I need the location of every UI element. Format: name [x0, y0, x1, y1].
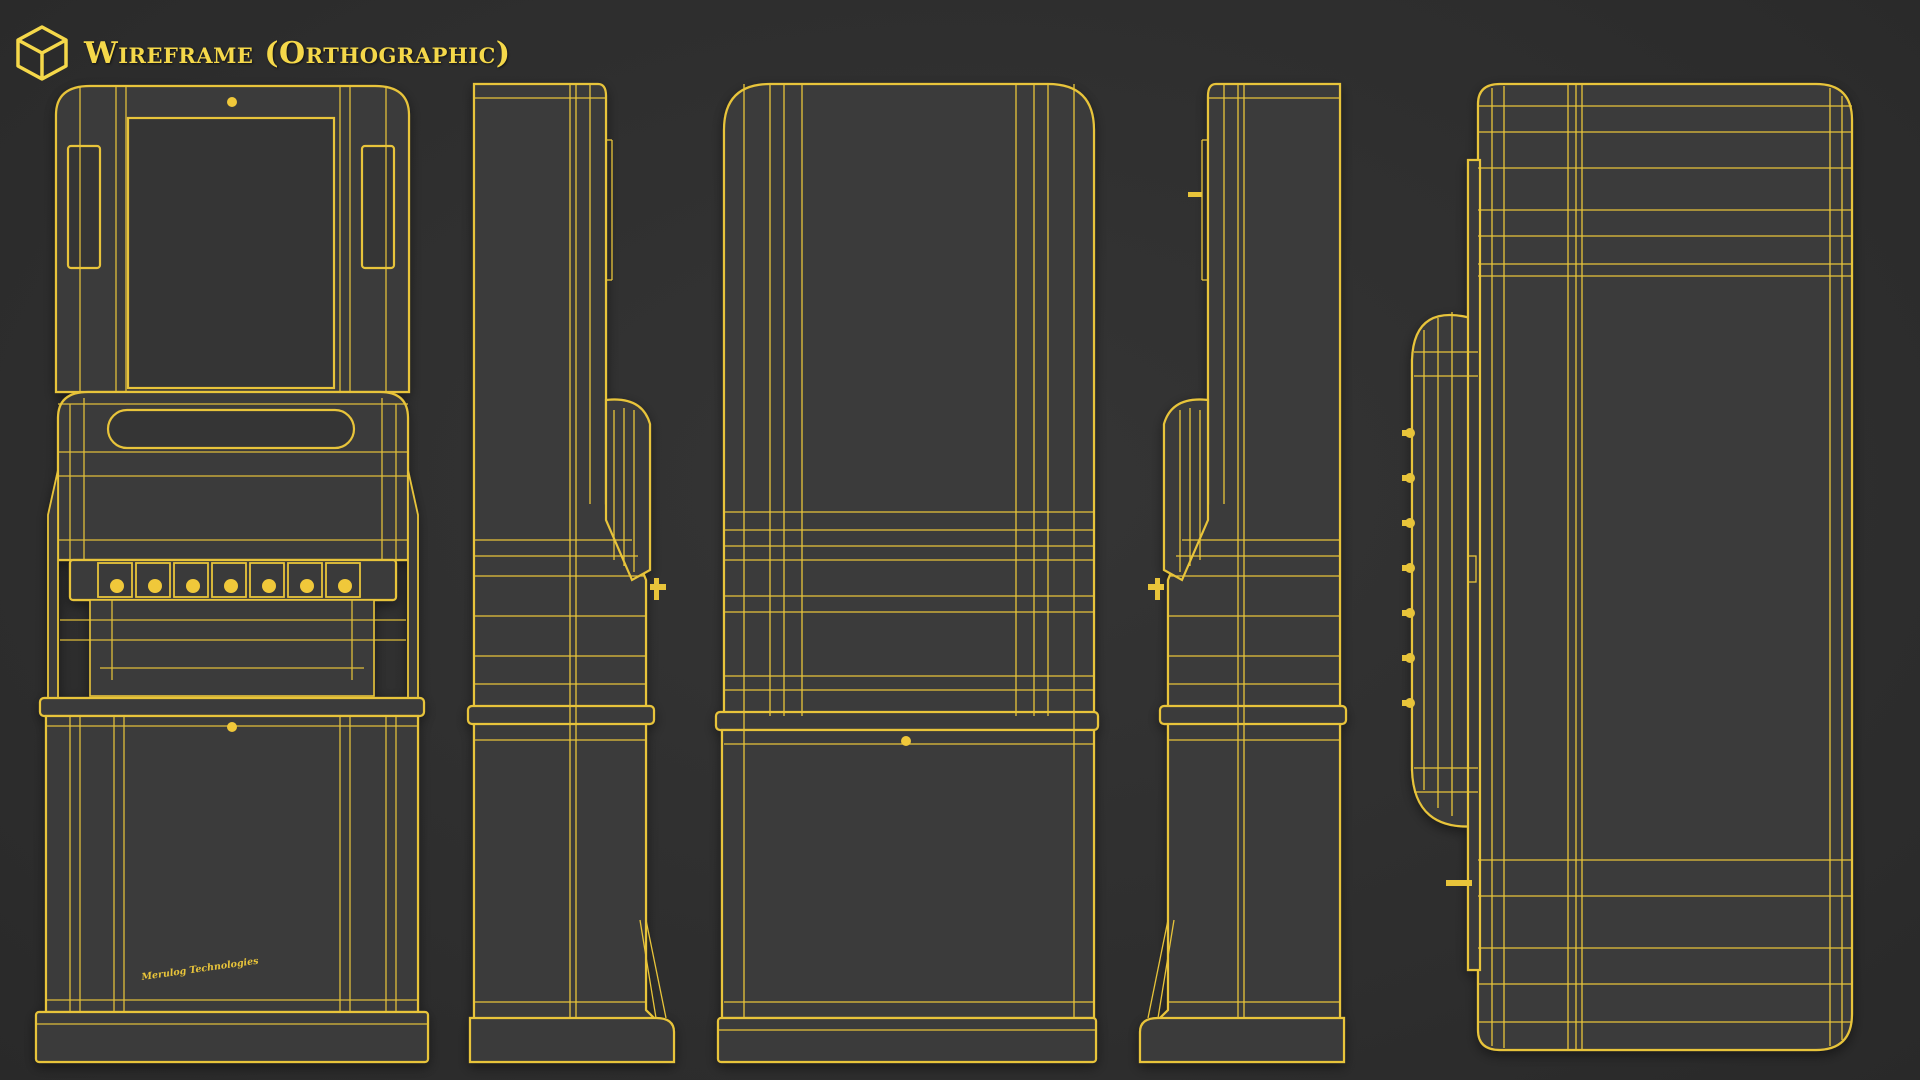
side-view-left	[466, 82, 676, 1064]
front-view	[34, 84, 430, 1064]
header: Wireframe (Orthographic)	[14, 22, 511, 84]
cube-icon	[16, 25, 68, 81]
top-view	[1410, 82, 1854, 1052]
side-view-left-lines	[474, 84, 667, 1019]
side-view-right-lines	[1147, 84, 1340, 1019]
back-view	[714, 82, 1100, 1064]
page-title: Wireframe (Orthographic)	[84, 35, 511, 71]
top-view-buttons	[1402, 428, 1472, 886]
side-view-right	[1138, 82, 1348, 1064]
back-screw	[901, 736, 911, 746]
front-view-wireframe-lines	[36, 86, 428, 1025]
back-view-lines	[718, 84, 1096, 1031]
side-view-left-lever	[650, 578, 666, 600]
front-button-caps	[110, 97, 352, 732]
side-view-right-lever	[1148, 192, 1202, 600]
top-view-lines	[1414, 84, 1852, 1050]
